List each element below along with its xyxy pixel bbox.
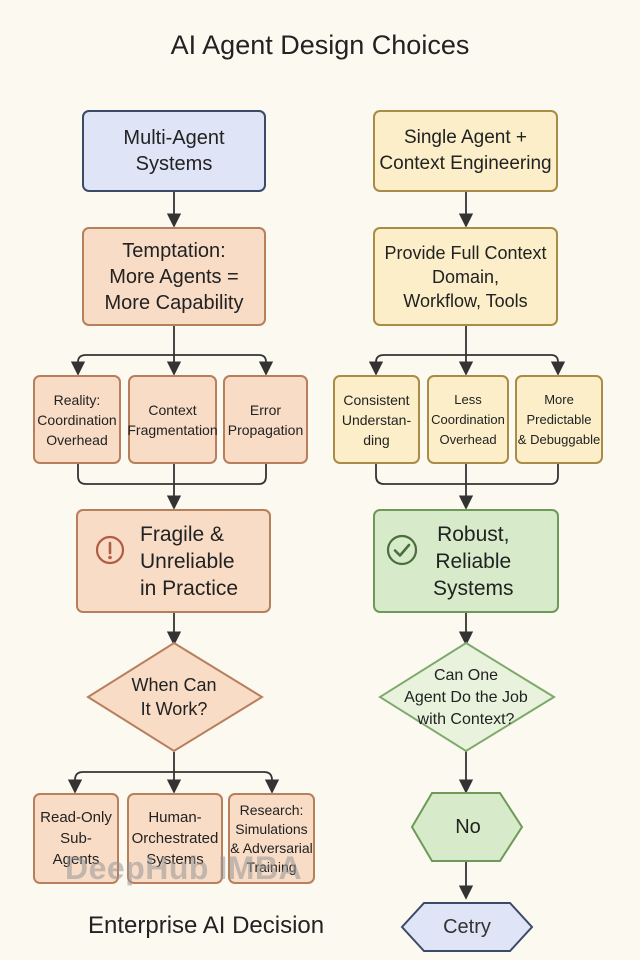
cetry-label: Cetry — [443, 916, 491, 938]
context-fragmentation-box: Context Fragmentation — [127, 375, 218, 464]
can-one-agent-diamond — [378, 641, 556, 753]
can-one-agent-label: Can One Agent Do the Job with Context? — [404, 667, 528, 728]
fragile-result-box: Fragile & Unreliable in Practice — [76, 509, 271, 613]
consistent-understanding-label: Consistent Understan- ding — [341, 391, 412, 448]
error-propagation-label: Error Propagation — [227, 401, 304, 438]
read-only-sub-agents-box: Read-Only Sub- Agents — [33, 793, 119, 884]
human-orchestrated-box: Human- Orchestrated Systems — [127, 793, 223, 884]
less-coordination-label: Less Coordination Overhead — [431, 391, 505, 447]
multi-agent-systems-box: Multi-Agent Systems — [82, 110, 266, 192]
watermark-text: DeepHub IMBA — [65, 850, 303, 886]
more-predictable-box: More Predictable & Debuggable — [515, 375, 603, 464]
more-predictable-label: More Predictable & Debuggable — [517, 391, 601, 447]
single-agent-box: Single Agent + Context Engineering — [373, 110, 558, 192]
temptation-label: Temptation: More Agents = More Capabilit… — [104, 239, 244, 314]
when-can-it-work-label: When Can It Work? — [131, 675, 217, 719]
less-coordination-box: Less Coordination Overhead — [427, 375, 509, 464]
reality-box: Reality: Coordination Overhead — [33, 375, 121, 464]
temptation-box: Temptation: More Agents = More Capabilit… — [82, 227, 266, 326]
split-right-1 — [375, 354, 559, 372]
multi-agent-systems-label: Multi-Agent Systems — [123, 127, 225, 175]
reality-label: Reality: Coordination Overhead — [37, 391, 117, 448]
read-only-sub-agents-label: Read-Only Sub- Agents — [40, 809, 112, 868]
robust-result-box: Robust, Reliable Systems — [373, 509, 559, 613]
no-label: No — [455, 816, 481, 838]
diagram-title: AI Agent Design Choices — [170, 30, 470, 60]
provide-full-context-label: Provide Full Context Domain, Workflow, T… — [384, 242, 547, 311]
merge-right-1 — [375, 464, 559, 485]
exclamation-circle-icon — [95, 535, 125, 565]
split-left-1 — [77, 354, 267, 372]
footer-caption: Enterprise AI Decision — [88, 912, 325, 939]
research-box: Research: Simulations & Adversarial Trai… — [228, 793, 315, 884]
context-fragmentation-label: Context Fragmentation — [127, 401, 218, 438]
human-orchestrated-label: Human- Orchestrated Systems — [131, 809, 219, 868]
no-hexagon — [410, 792, 524, 862]
cetry-hexagon — [400, 902, 534, 952]
merge-left-1 — [77, 464, 267, 485]
consistent-understanding-box: Consistent Understan- ding — [333, 375, 420, 464]
provide-full-context-box: Provide Full Context Domain, Workflow, T… — [373, 227, 558, 326]
research-label: Research: Simulations & Adversarial Trai… — [230, 801, 313, 875]
robust-result-label: Robust, Reliable Systems — [433, 522, 514, 600]
check-circle-icon — [386, 534, 418, 566]
fragile-result-label: Fragile & Unreliable in Practice — [140, 522, 239, 600]
error-propagation-box: Error Propagation — [223, 375, 308, 464]
single-agent-label: Single Agent + Context Engineering — [379, 127, 552, 174]
when-can-it-work-diamond — [86, 641, 264, 753]
